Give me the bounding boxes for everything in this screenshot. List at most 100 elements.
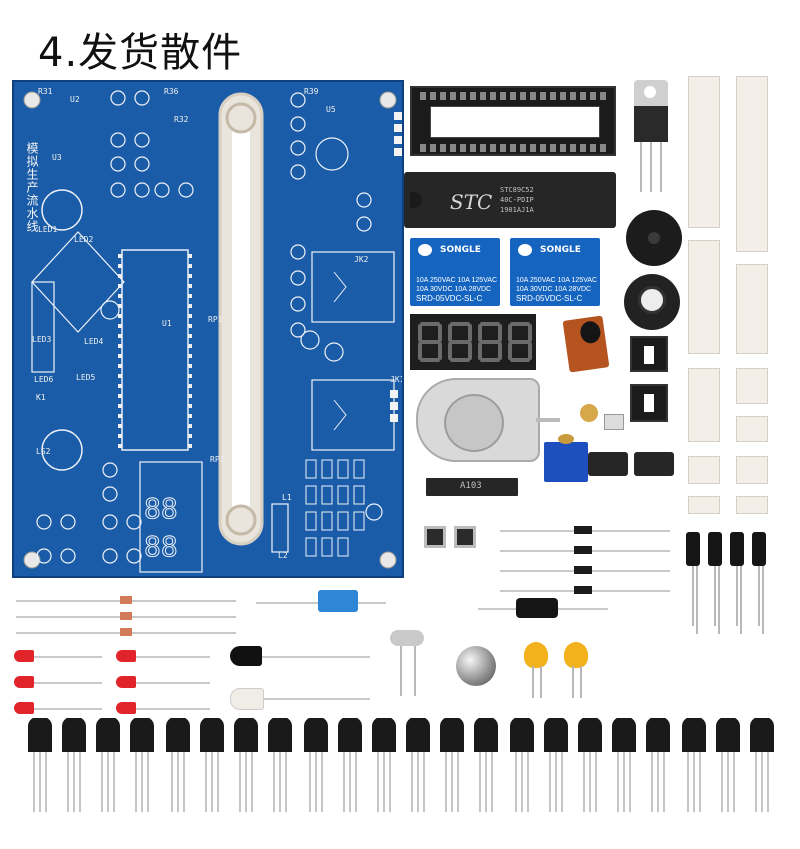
svg-text:U5: U5: [326, 105, 336, 114]
diode-4: [574, 586, 592, 594]
connector-strip-10: [688, 496, 720, 514]
resistor-network-label: A103: [460, 481, 482, 491]
led-red-3: [14, 702, 34, 714]
push-button-2: [454, 526, 476, 548]
led-red-2-lead: [22, 682, 102, 684]
svg-text:L1: L1: [282, 493, 292, 502]
ic-socket-8pin-2: [630, 384, 668, 422]
led-red-6-lead: [124, 708, 210, 710]
ir-receiver-module: [562, 315, 610, 373]
svg-text:R31: R31: [38, 87, 53, 96]
led-red-1-lead: [22, 656, 102, 658]
stc-microcontroller: STC STC89C52 40C-PDIP 1901AJ1A: [404, 172, 616, 228]
relay-2-brand: SONGLE: [540, 245, 581, 255]
diode-3: [574, 566, 592, 574]
led-red-3-lead: [22, 708, 102, 710]
ir-led-lead: [250, 656, 370, 658]
connector-strip-2: [736, 76, 768, 252]
connector-strip-6: [736, 368, 768, 404]
nut: [604, 414, 624, 430]
svg-text:K1: K1: [36, 393, 46, 402]
small-diode-2: [120, 612, 132, 620]
svg-text:LED1: LED1: [38, 225, 57, 234]
buzzer: [626, 210, 682, 266]
screw: [580, 404, 598, 422]
push-button-1: [424, 526, 446, 548]
svg-text:88: 88: [144, 530, 178, 563]
svg-text:JK2: JK2: [354, 255, 369, 264]
svg-text:LED4: LED4: [84, 337, 103, 346]
speaker: [624, 274, 680, 330]
svg-text:LS2: LS2: [36, 447, 51, 456]
led-red-5-lead: [124, 682, 210, 684]
svg-text:LED3: LED3: [32, 335, 51, 344]
voltage-regulator: [632, 80, 670, 192]
electrolytic-cap-1: [686, 532, 700, 566]
relay-2: SONGLE 10A 250VAC 10A 125VAC 10A 30VDC 1…: [510, 238, 600, 306]
led-red-2: [14, 676, 34, 688]
seven-segment-display: [410, 314, 536, 370]
clear-led: [230, 688, 264, 710]
relay-2-line-1: 10A 250VAC 10A 125VAC: [516, 277, 598, 284]
relay-1-brand: SONGLE: [440, 245, 481, 255]
pcb-title: 模拟生产流水线: [25, 142, 39, 233]
crystal-oscillator: [390, 630, 424, 646]
svg-text:LED5: LED5: [76, 373, 95, 382]
dc-motor: [416, 378, 560, 462]
axial-electrolytic-cap: [516, 598, 558, 618]
ceramic-cap-2: [564, 642, 588, 668]
led-red-1: [14, 650, 34, 662]
relay-1: SONGLE 10A 250VAC 10A 125VAC 10A 30VDC 1…: [410, 238, 500, 306]
ir-led: [230, 646, 262, 666]
led-red-4-lead: [124, 656, 210, 658]
svg-text:R36: R36: [164, 87, 179, 96]
connector-strip-4: [736, 264, 768, 354]
svg-text:JK1: JK1: [390, 375, 402, 384]
connector-strip-11: [736, 496, 768, 514]
stc-model-line-2: 40C-PDIP: [500, 196, 534, 204]
stc-model-line-1: STC89C52: [500, 186, 534, 194]
relay-2-line-3: SRD-05VDC-SL-C: [516, 294, 583, 303]
connector-strip-3: [688, 240, 720, 354]
electrolytic-cap-2: [708, 532, 722, 566]
resistor-network: A103: [426, 478, 518, 496]
small-diode-3: [120, 628, 132, 636]
dip8-chip-2: [634, 452, 674, 476]
transistor-row: [28, 718, 774, 812]
relay-1-line-3: SRD-05VDC-SL-C: [416, 294, 483, 303]
potentiometer: [544, 434, 588, 482]
steel-ball: [456, 646, 496, 686]
ic-socket-8pin-1: [630, 336, 668, 372]
connector-strip-5: [688, 368, 720, 442]
connector-strip-1: [688, 76, 720, 228]
led-red-5: [116, 676, 136, 688]
clear-led-lead: [250, 698, 370, 700]
svg-text:LED2: LED2: [74, 235, 93, 244]
ceramic-cap-1: [524, 642, 548, 668]
relay-2-line-2: 10A 30VDC 10A 28VDC: [516, 286, 592, 293]
dip8-chip-1: [588, 452, 628, 476]
led-red-4: [116, 650, 136, 662]
electrolytic-cap-3: [730, 532, 744, 566]
stc-model-line-3: 1901AJ1A: [500, 206, 534, 214]
connector-strip-8: [736, 456, 768, 484]
connector-strip-7: [736, 416, 768, 442]
svg-text:U2: U2: [70, 95, 80, 104]
connector-strip-9: [688, 456, 720, 484]
svg-text:U3: U3: [52, 153, 62, 162]
svg-text:RP2: RP2: [210, 455, 225, 464]
diode-2: [574, 546, 592, 554]
svg-text:LED6: LED6: [34, 375, 53, 384]
electrolytic-cap-4: [752, 532, 766, 566]
svg-text:RP1: RP1: [208, 315, 223, 324]
led-red-6: [116, 702, 136, 714]
film-capacitor: [318, 590, 358, 612]
relay-1-line-1: 10A 250VAC 10A 125VAC: [416, 277, 498, 284]
stc-brand: STC: [450, 190, 493, 214]
ic-socket-40pin: [410, 86, 616, 156]
page-title: 4.发货散件: [38, 30, 243, 76]
svg-text:R39: R39: [304, 87, 319, 96]
svg-text:L2: L2: [278, 551, 288, 560]
